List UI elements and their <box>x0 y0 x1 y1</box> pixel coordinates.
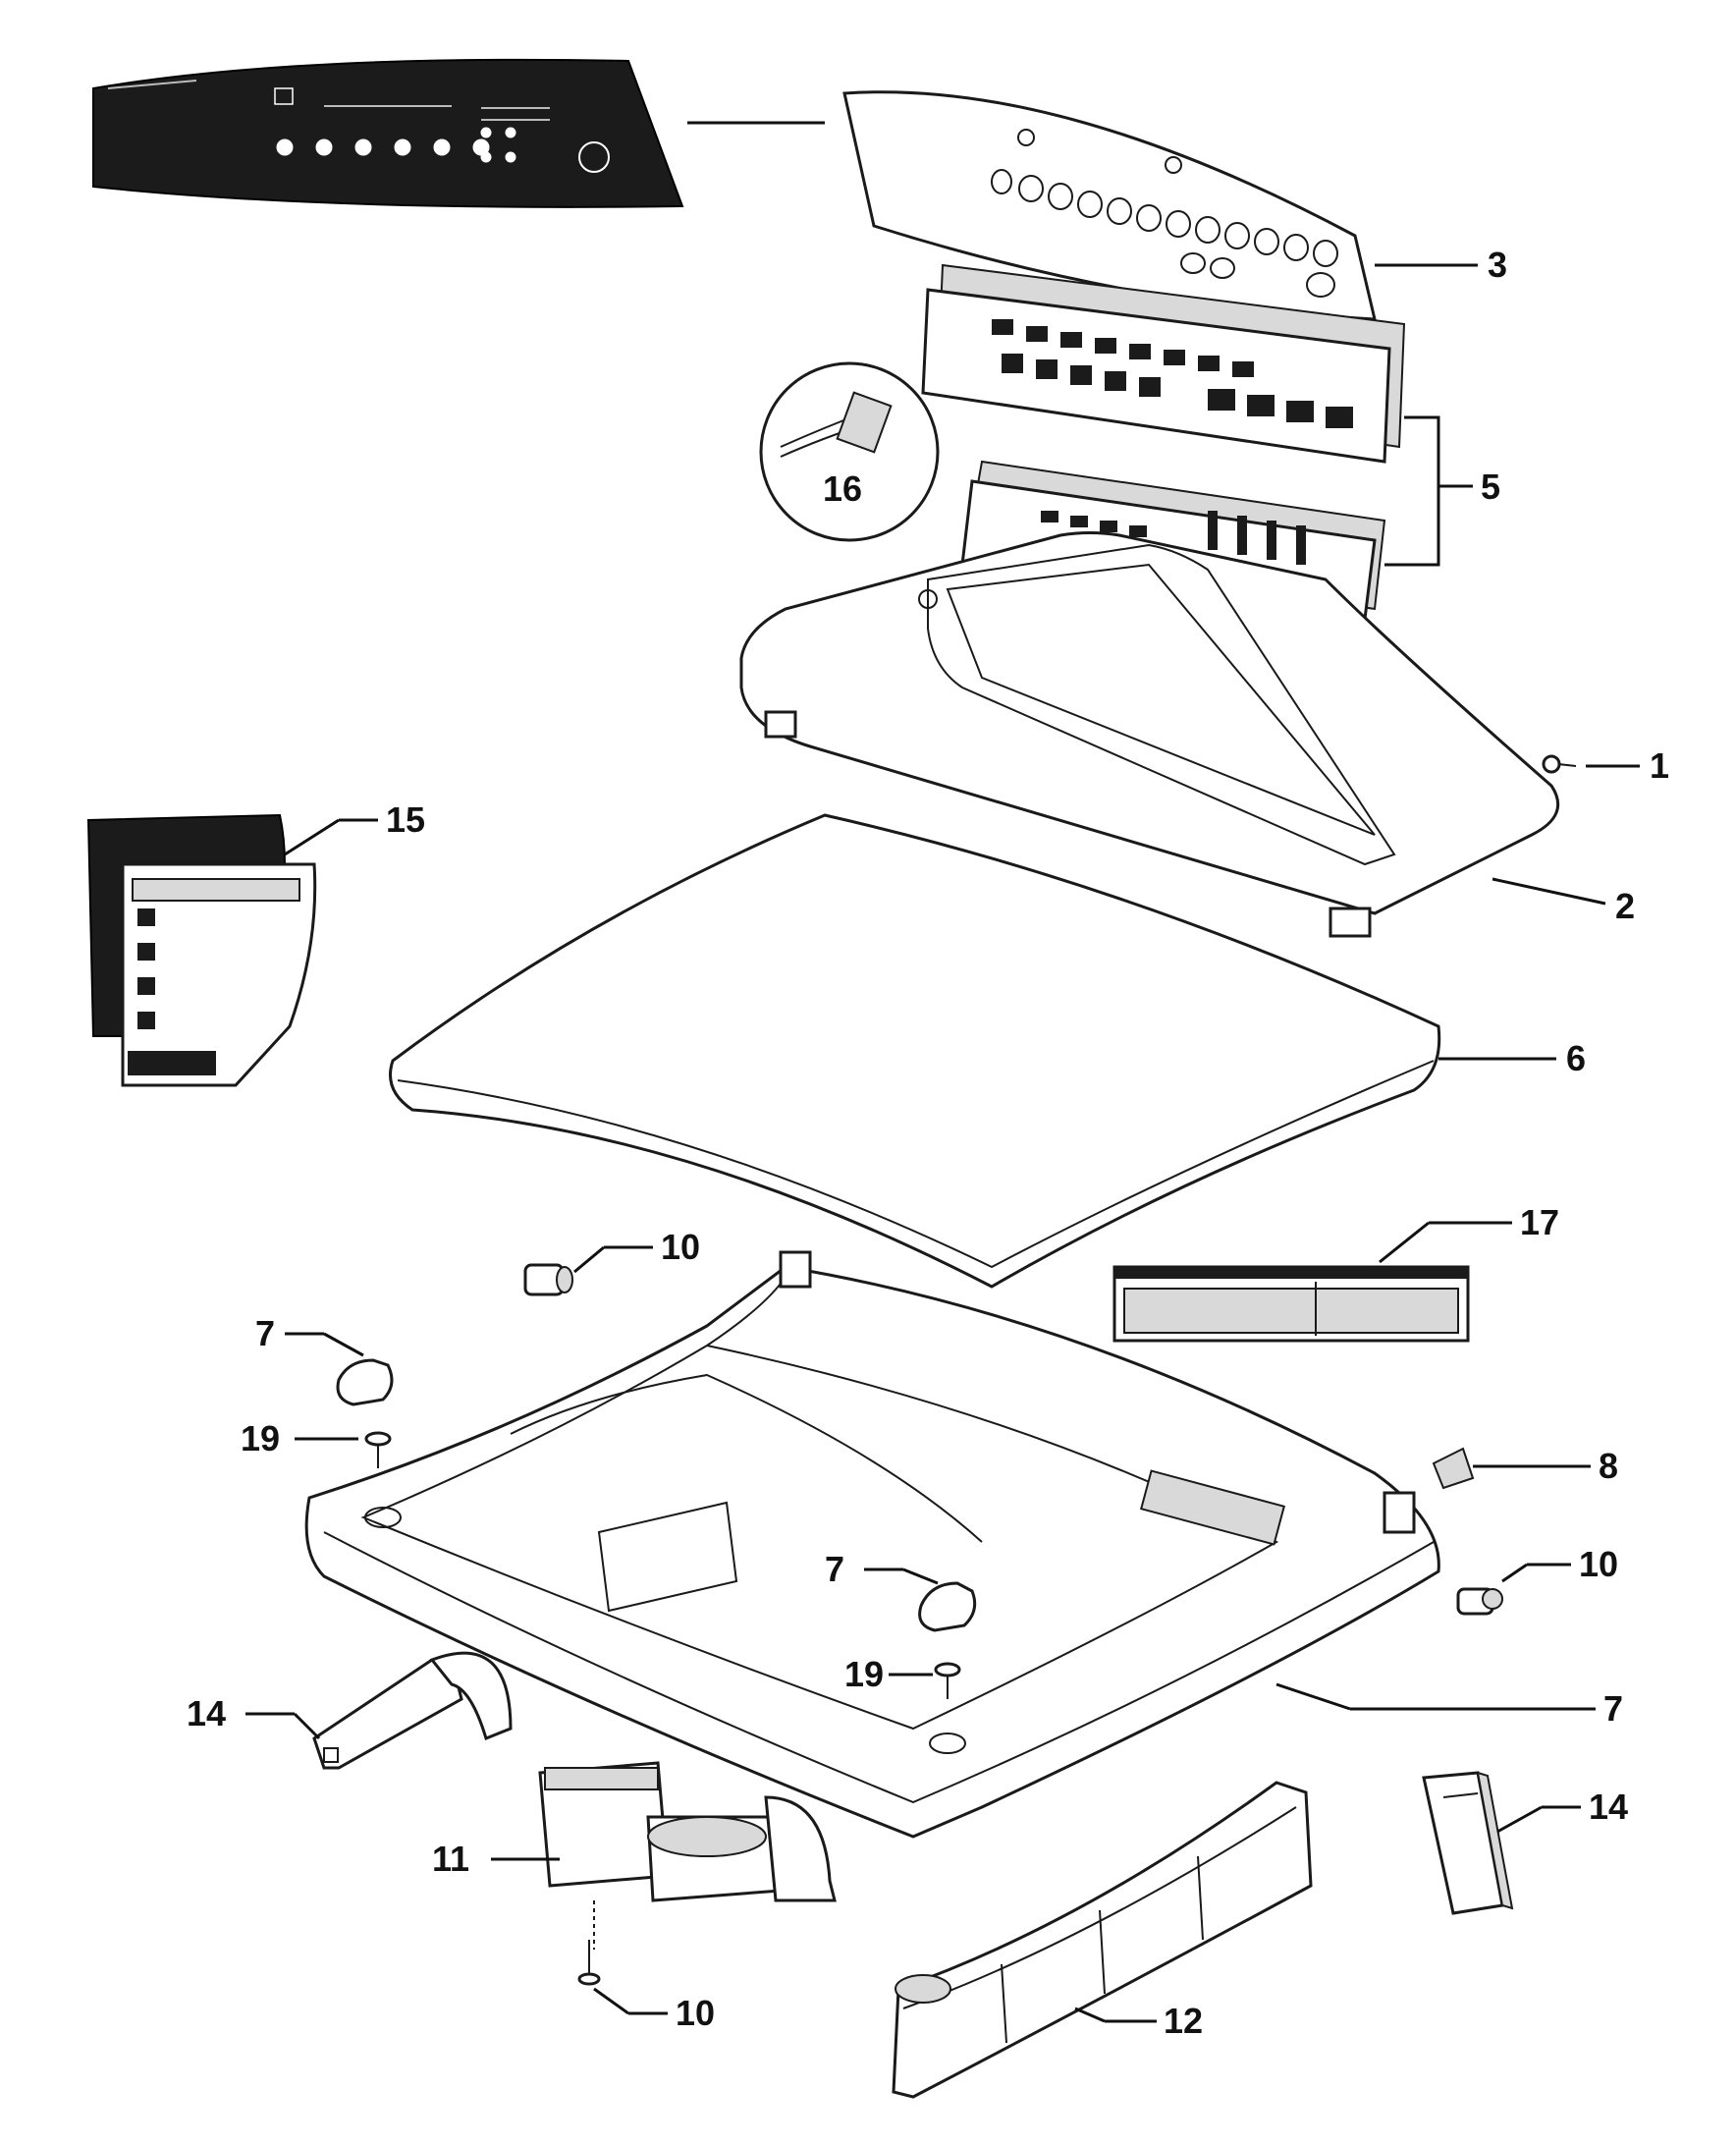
part-15-booklet <box>1422 1771 1514 1915</box>
leader-line <box>1501 1563 1528 1583</box>
part-label-6: 6 <box>1566 1038 1586 1078</box>
part-8-latch <box>1432 1447 1475 1490</box>
part-19-screw-right <box>934 1662 961 1699</box>
part-11-screw <box>577 1900 601 1986</box>
part-label-12: 11 <box>432 1839 469 1879</box>
leader-line <box>573 1245 605 1274</box>
part-13-rail <box>892 1781 1313 2099</box>
leader-line <box>323 1332 364 1357</box>
part-9-top-panel <box>304 1250 1440 1839</box>
part-label-9: 7 <box>1603 1688 1623 1729</box>
part-label-19b: 19 <box>844 1654 884 1694</box>
part-12-hinge-assembly <box>538 1761 837 1902</box>
part-label-17: 15 <box>386 799 425 840</box>
leader-line <box>1496 1805 1543 1834</box>
part-19-screw-left <box>364 1431 392 1468</box>
part-label-14: 14 <box>187 1693 226 1733</box>
part-14-bracket <box>312 1651 513 1770</box>
leader-line <box>293 1712 321 1740</box>
leader-line <box>284 818 340 856</box>
part-6-lid <box>389 813 1441 1289</box>
part-label-10b: 10 <box>1579 1544 1618 1584</box>
control-panel-faceplate <box>92 58 684 208</box>
part-3-overlay <box>842 90 1377 321</box>
part-label-13: 12 <box>1164 2001 1203 2041</box>
part-label-8: 8 <box>1599 1446 1618 1486</box>
part-label-19a: 19 <box>241 1418 280 1458</box>
part-7-hinge-cap-right <box>918 1581 977 1632</box>
part-2-console <box>739 531 1560 938</box>
part-1-screw <box>1542 754 1577 774</box>
leader-line <box>1275 1682 1351 1711</box>
part-label-2: 2 <box>1615 886 1635 926</box>
part-label-11: 10 <box>676 1993 715 2033</box>
part-label-5: 5 <box>1481 467 1500 507</box>
part-16-wire-harness: 16 <box>759 361 940 542</box>
part-7-hinge-cap-left <box>336 1358 394 1406</box>
leader-line <box>1379 1221 1430 1264</box>
part-18-warning-label <box>1112 1265 1470 1343</box>
part-label-15: 14 <box>1589 1787 1628 1827</box>
leader-line <box>902 1568 939 1585</box>
leader-line <box>1074 2007 1106 2023</box>
leader-line <box>1492 877 1606 906</box>
part-17-instruction-cards <box>86 813 317 1087</box>
part-label-7a: 7 <box>255 1313 275 1353</box>
leader-line <box>593 1987 629 2015</box>
part-label-7b: 7 <box>825 1549 844 1589</box>
part-label-3: 3 <box>1488 245 1507 285</box>
leader-bracket <box>1384 415 1440 567</box>
part-10-plug-right <box>1456 1587 1503 1616</box>
part-label-10a: 10 <box>661 1227 700 1267</box>
part-label-16: 16 <box>823 468 862 509</box>
part-label-18: 17 <box>1520 1202 1559 1242</box>
part-label-1: 1 <box>1650 745 1669 786</box>
part-10-plug-top <box>523 1263 573 1296</box>
